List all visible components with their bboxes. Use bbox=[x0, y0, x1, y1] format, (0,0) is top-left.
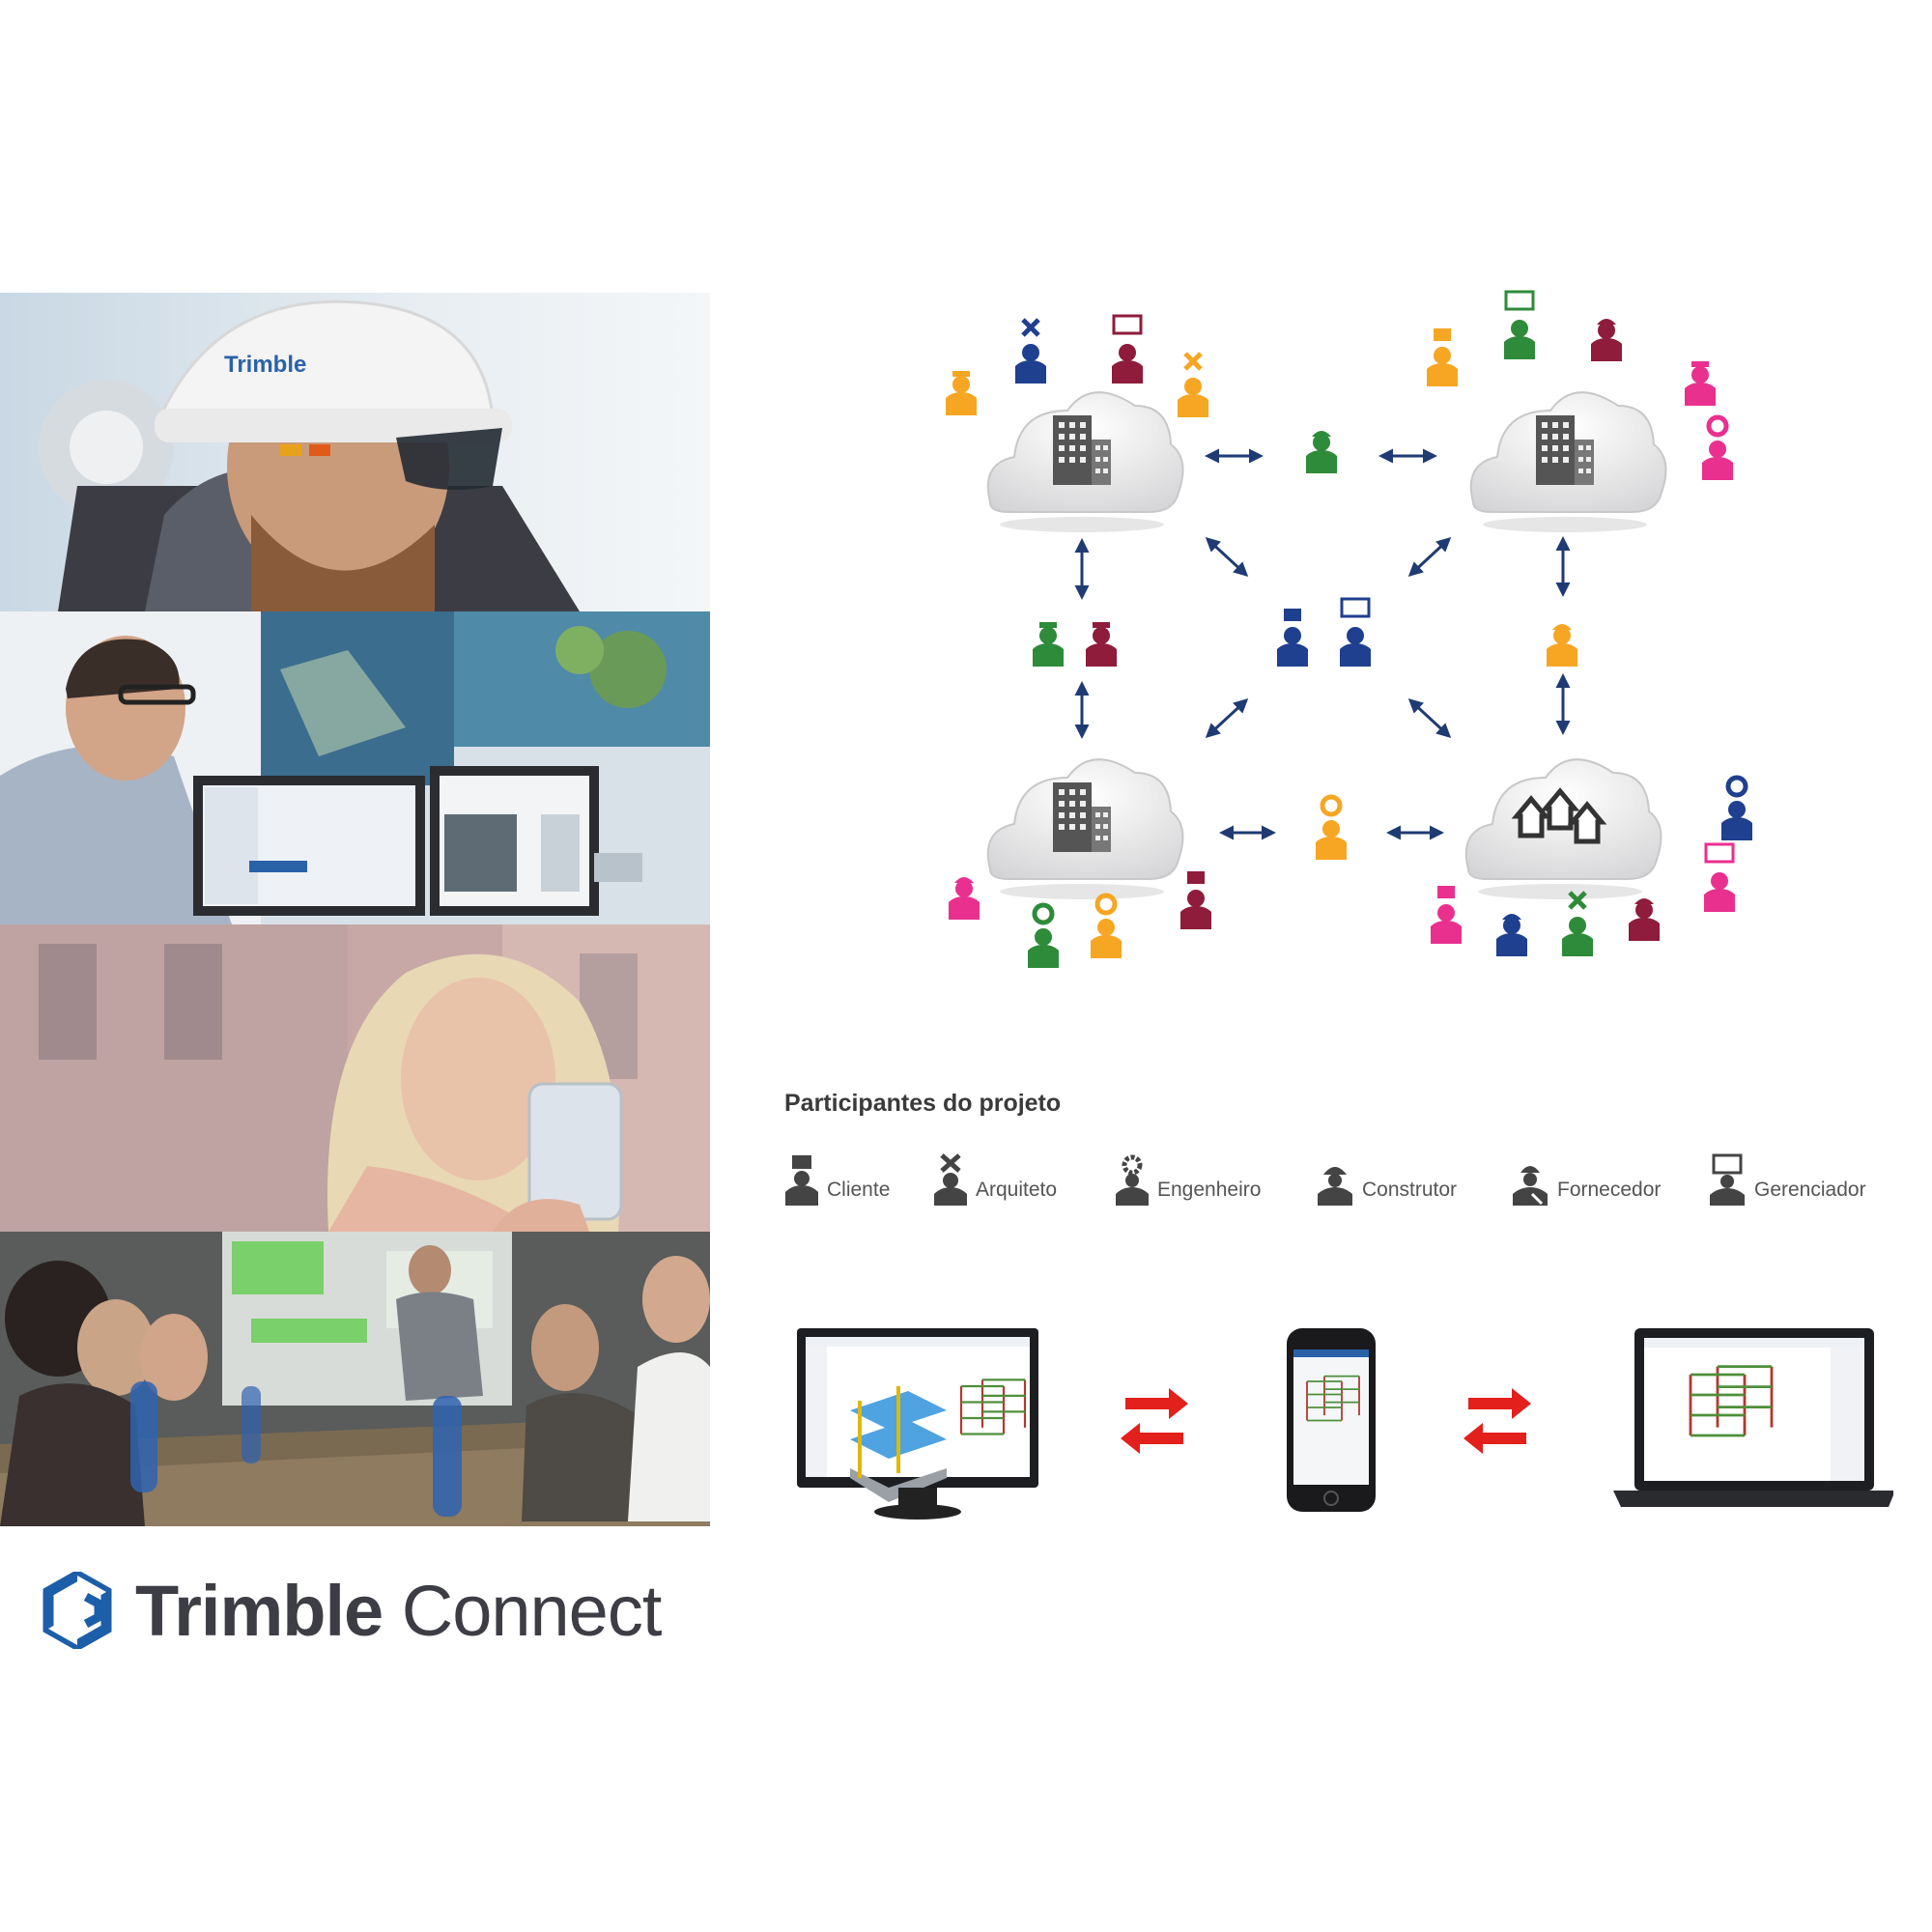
legend-label: Construtor bbox=[1362, 1179, 1458, 1201]
cloud-node-top-right bbox=[1469, 391, 1667, 533]
gear-person-icon bbox=[1116, 1154, 1149, 1206]
brand-name-bold: Trimble bbox=[135, 1570, 384, 1651]
legend-item-arquiteto: Arquiteto bbox=[931, 1150, 1057, 1208]
legend-label: Fornecedor bbox=[1557, 1179, 1662, 1201]
connection-arrows bbox=[1074, 448, 1571, 840]
wrench-person-icon bbox=[946, 371, 977, 415]
legend-item-fornecedor: Fornecedor bbox=[1509, 1150, 1661, 1208]
participant-icons bbox=[946, 290, 1752, 968]
legend-item-construtor: Construtor bbox=[1314, 1150, 1457, 1208]
woman-with-smartphone-photo bbox=[0, 924, 710, 1232]
smartphone bbox=[1287, 1328, 1376, 1512]
hardhat-person-icon bbox=[1496, 914, 1527, 956]
wrench-person-icon bbox=[1086, 622, 1117, 667]
legend-label: Engenheiro bbox=[1157, 1179, 1262, 1201]
monitor-person-icon bbox=[1504, 290, 1535, 359]
hardhat-person-icon bbox=[949, 877, 980, 920]
gear-person-icon bbox=[1091, 893, 1122, 958]
wrench-person-icon bbox=[1513, 1166, 1548, 1206]
laptop bbox=[1613, 1328, 1893, 1507]
cross-person-icon bbox=[1015, 318, 1046, 384]
hardhat-person-icon bbox=[1591, 319, 1622, 361]
cross-person-icon bbox=[934, 1153, 967, 1206]
gear-person-icon bbox=[1702, 414, 1733, 480]
cloud-node-top-left bbox=[986, 391, 1184, 533]
brand-name-regular: Connect bbox=[383, 1570, 663, 1651]
hardhat-person-icon bbox=[1547, 624, 1577, 667]
cross-person-icon bbox=[1562, 891, 1593, 956]
gear-person-icon bbox=[1721, 775, 1752, 840]
gear-person-icon bbox=[1028, 902, 1059, 968]
hardhat-person-icon bbox=[1629, 898, 1660, 941]
briefcase-person-icon bbox=[785, 1155, 818, 1206]
cloud-node-bottom-right bbox=[1464, 758, 1662, 900]
helmet-logo-text: Trimble bbox=[224, 352, 306, 378]
hardhat-person-icon bbox=[1318, 1167, 1352, 1206]
worker-hardhat-hololens-photo: Trimble bbox=[0, 293, 710, 611]
monitor-person-icon bbox=[1710, 1153, 1745, 1206]
legend-label: Arquiteto bbox=[976, 1179, 1058, 1201]
briefcase-person-icon bbox=[1277, 609, 1308, 667]
collaboration-network-diagram bbox=[946, 290, 1752, 968]
legend-item-engenheiro: Engenheiro bbox=[1113, 1150, 1261, 1208]
briefcase-person-icon bbox=[1431, 886, 1462, 944]
monitor-person-icon bbox=[1704, 842, 1735, 912]
legend-item-gerenciador: Gerenciador bbox=[1706, 1150, 1866, 1208]
wrench-person-icon bbox=[1685, 361, 1716, 406]
sync-arrows-icon bbox=[1463, 1388, 1531, 1454]
cross-person-icon bbox=[1178, 352, 1208, 417]
briefcase-person-icon bbox=[1427, 328, 1458, 386]
gear-person-icon bbox=[1316, 794, 1347, 860]
cloud-node-bottom-left bbox=[986, 758, 1184, 900]
monitor-person-icon bbox=[1112, 314, 1143, 384]
briefcase-person-icon bbox=[1180, 871, 1211, 929]
legend-title: Participantes do projeto bbox=[784, 1090, 1062, 1117]
desktop-monitor bbox=[797, 1328, 1038, 1520]
legend-item-cliente: Cliente bbox=[782, 1150, 890, 1208]
wrench-person-icon bbox=[1033, 622, 1064, 667]
trimble-hexagon-logo-icon bbox=[43, 1572, 112, 1649]
monitor-person-icon bbox=[1340, 597, 1371, 667]
trimble-connect-brand: Trimble Connect bbox=[43, 1567, 663, 1654]
team-meeting-projector-photo bbox=[0, 1232, 710, 1526]
brand-wordmark: Trimble Connect bbox=[135, 1570, 663, 1652]
hardhat-person-icon bbox=[1306, 431, 1337, 473]
legend-label: Gerenciador bbox=[1754, 1179, 1866, 1201]
sync-arrows-icon bbox=[1121, 1388, 1188, 1454]
legend-label: Cliente bbox=[827, 1179, 891, 1201]
man-at-monitors-photo bbox=[0, 611, 710, 924]
device-sync-row bbox=[797, 1328, 1893, 1520]
